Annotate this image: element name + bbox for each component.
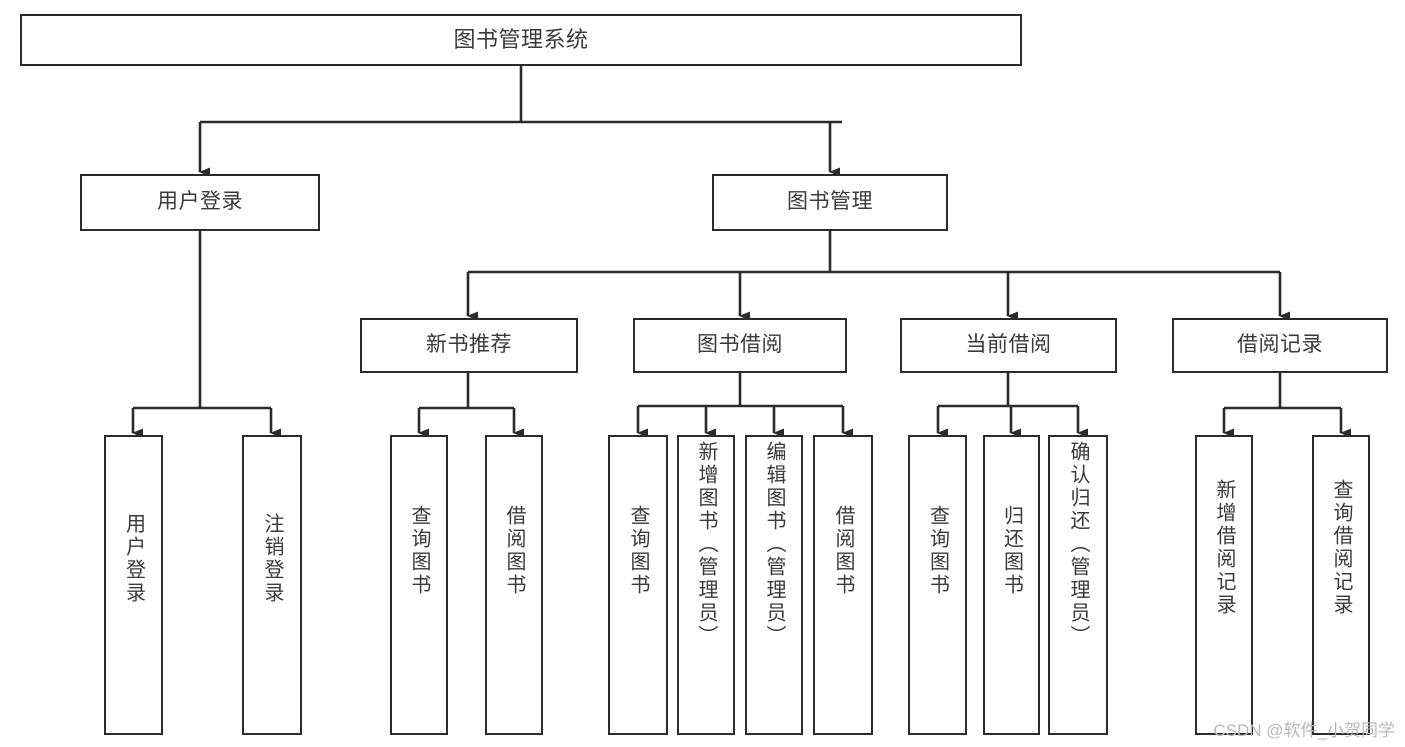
leaf-query-books-borrowing[interactable]: 查询图书 xyxy=(608,435,668,735)
node-label: 查询借阅记录 xyxy=(1330,479,1352,617)
node-label: 当前借阅 xyxy=(965,333,1052,357)
leaf-confirm-return-admin[interactable]: 确认归还（管理员） xyxy=(1048,435,1108,735)
node-label: 查询图书 xyxy=(926,505,949,597)
leaf-borrow-books-recommendation[interactable]: 借阅图书 xyxy=(485,435,543,735)
node-label: 查询图书 xyxy=(408,505,430,597)
node-book-borrowing[interactable]: 图书借阅 xyxy=(633,318,847,373)
leaf-query-books-recommendation[interactable]: 查询图书 xyxy=(390,435,448,735)
node-label: 图书借阅 xyxy=(697,333,783,357)
leaf-edit-book-admin[interactable]: 编辑图书（管理员） xyxy=(745,435,803,735)
node-label: 确认归还（管理员） xyxy=(1067,441,1089,648)
node-label: 借阅图书 xyxy=(503,505,525,597)
leaf-user-login[interactable]: 用户登录 xyxy=(104,435,163,735)
node-label: 图书管理 xyxy=(787,190,873,214)
leaf-add-book-admin[interactable]: 新增图书（管理员） xyxy=(677,435,735,735)
leaf-borrow-books[interactable]: 借阅图书 xyxy=(813,435,873,735)
node-borrowing-records[interactable]: 借阅记录 xyxy=(1172,318,1388,373)
leaf-query-books-current[interactable]: 查询图书 xyxy=(908,435,967,735)
node-label: 借阅图书 xyxy=(832,505,854,597)
node-label: 借阅记录 xyxy=(1237,333,1323,357)
node-label: 新书推荐 xyxy=(426,333,512,357)
node-label: 图书管理系统 xyxy=(453,27,589,53)
node-label: 归还图书 xyxy=(1000,505,1023,597)
node-label: 用户登录 xyxy=(122,513,145,605)
node-current-borrowing[interactable]: 当前借阅 xyxy=(900,318,1117,373)
leaf-logout[interactable]: 注销登录 xyxy=(242,435,302,735)
node-label: 查询图书 xyxy=(627,505,649,597)
node-root-book-management-system[interactable]: 图书管理系统 xyxy=(20,14,1022,66)
node-label: 编辑图书（管理员） xyxy=(763,441,785,648)
node-new-book-recommendation[interactable]: 新书推荐 xyxy=(360,318,578,373)
node-book-management[interactable]: 图书管理 xyxy=(712,174,948,231)
leaf-add-borrowing-record[interactable]: 新增借阅记录 xyxy=(1195,435,1253,735)
node-user-login[interactable]: 用户登录 xyxy=(80,174,320,231)
node-label: 用户登录 xyxy=(157,190,243,214)
leaf-query-borrowing-record[interactable]: 查询借阅记录 xyxy=(1312,435,1370,735)
node-label: 新增借阅记录 xyxy=(1213,479,1235,617)
leaf-return-books[interactable]: 归还图书 xyxy=(983,435,1040,735)
node-label: 新增图书（管理员） xyxy=(695,441,717,648)
node-label: 注销登录 xyxy=(261,513,283,605)
